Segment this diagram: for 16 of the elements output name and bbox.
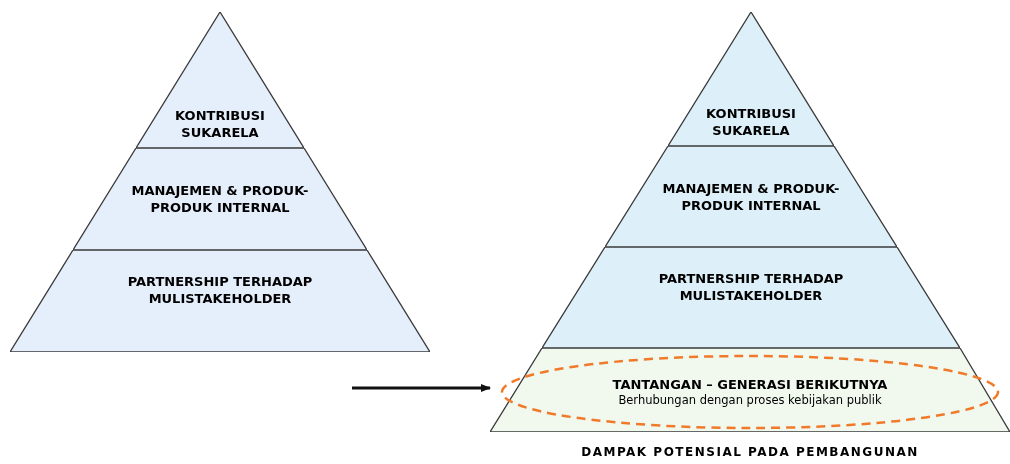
pyramid-tier (605, 146, 897, 247)
pyramid-tier (10, 250, 430, 352)
tier-label: MANAJEMEN & PRODUK-PRODUK INTERNAL (130, 182, 310, 216)
caption-label: DAMPAK POTENSIAL PADA PEMBANGUNAN (581, 444, 919, 461)
tier-description: Berhubungan dengan proses kebijakan publik (618, 393, 882, 408)
arrow (352, 384, 491, 392)
tier-label: TANTANGAN – GENERASI BERIKUTNYA (611, 376, 889, 393)
pyramid-tier (73, 148, 367, 250)
tier-label: PARTNERSHIP TERHADAP MULISTAKEHOLDER (657, 269, 845, 304)
pyramid-tier (136, 12, 304, 148)
tier-label: MANAJEMEN & PRODUK-PRODUK INTERNAL (661, 179, 841, 214)
pyramid-tier (542, 247, 960, 348)
pyramid-tier (668, 12, 834, 146)
tier-label: KONTRIBUSI SUKARELA (705, 105, 797, 139)
tier-label: PARTNERSHIP TERHADAP MULISTAKEHOLDER (126, 273, 314, 307)
tier-label: KONTRIBUSI SUKARELA (174, 107, 266, 141)
